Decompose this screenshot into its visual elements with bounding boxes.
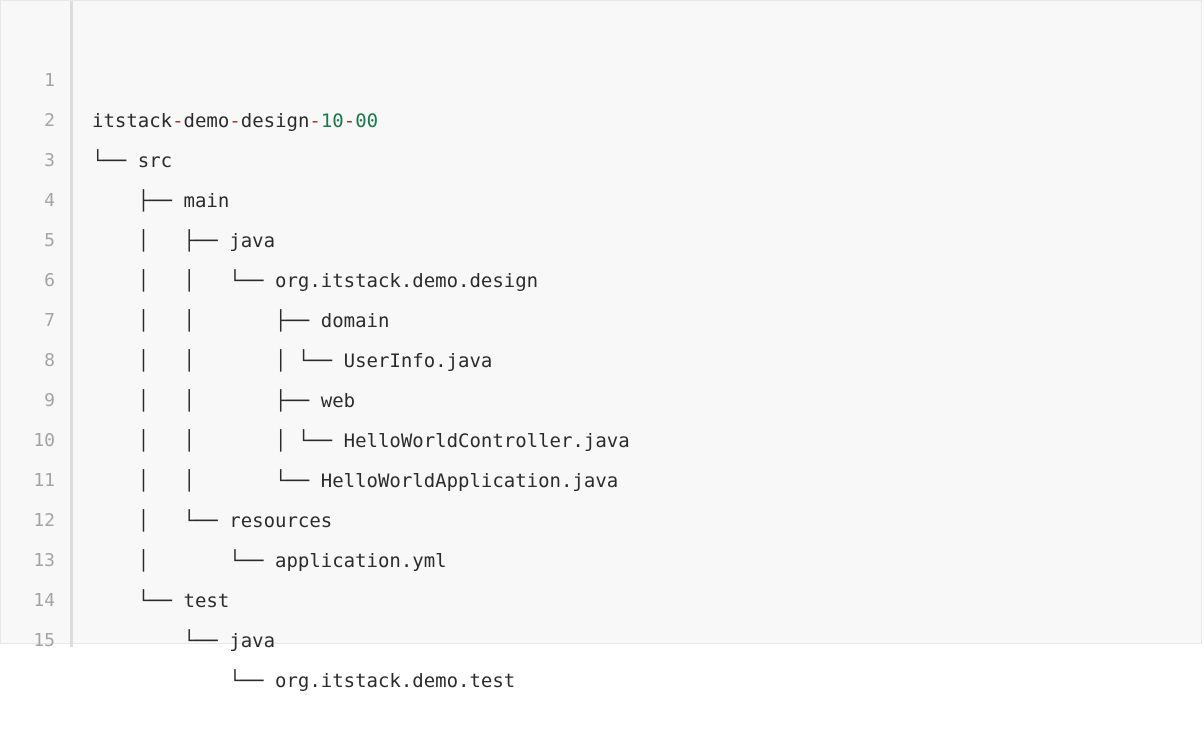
code-line-14: 14 └── java: [1, 541, 1201, 652]
token-operator: -: [229, 110, 241, 132]
line-text: │ │ │ └── UserInfo.java: [92, 350, 493, 372]
line-number: 2: [44, 110, 55, 131]
line-text: │ │ └── HelloWorldApplication.java: [92, 470, 619, 492]
line-number: 4: [44, 190, 55, 211]
code-line-12: 12 │ └── application.yml: [1, 461, 1201, 572]
line-number: 3: [44, 150, 55, 171]
token-operator: -: [172, 110, 184, 132]
code-line-3: 3 ├── main: [1, 101, 1201, 212]
code-line-5: 5 │ │ └── org.itstack.demo.design: [1, 181, 1201, 292]
line-number: 12: [33, 510, 55, 531]
line-text: │ │ └── org.itstack.demo.design: [92, 270, 539, 292]
code-line-4: 4 │ ├── java: [1, 141, 1201, 252]
line-text: │ └── application.yml: [92, 550, 447, 572]
code-line-13: 13 └── test: [1, 501, 1201, 612]
line-number: 10: [33, 430, 55, 451]
code-line-6: 6 │ │ ├── domain: [1, 221, 1201, 332]
line-text: └── java: [92, 630, 276, 652]
line-number: 14: [33, 590, 55, 611]
line-text: └── test: [92, 590, 230, 612]
line-text: itstack-demo-design-10-00: [92, 101, 378, 141]
token-operator: -: [343, 110, 356, 132]
line-text: │ ├── java: [92, 230, 276, 252]
code-line-10: 10 │ │ └── HelloWorldApplication.java: [1, 381, 1201, 492]
code-line-15: 15 └── org.itstack.demo.test: [1, 581, 1201, 692]
code-line-2: 2 └── src: [1, 61, 1201, 172]
token-operator: -: [309, 110, 321, 132]
line-number: 11: [33, 470, 55, 491]
token: demo: [183, 110, 230, 132]
line-text: │ └── resources: [92, 510, 333, 532]
line-number-gutter: [1, 1, 73, 647]
line-number: 15: [33, 630, 55, 651]
code-line-8: 8 │ │ ├── web: [1, 301, 1201, 412]
token: itstack: [92, 110, 173, 132]
token-number: 00: [355, 110, 379, 132]
line-text: │ │ │ └── HelloWorldController.java: [92, 430, 630, 452]
line-number: 6: [44, 270, 55, 291]
line-text: ├── main: [92, 190, 230, 212]
line-number: 7: [44, 310, 55, 331]
line-text: │ │ ├── domain: [92, 310, 390, 332]
code-line-11: 11 │ └── resources: [1, 421, 1201, 532]
line-text: └── src: [92, 150, 173, 172]
line-number: 13: [33, 550, 55, 571]
token-number: 10: [320, 110, 344, 132]
code-line-1: 1 itstack-demo-design-10-00: [1, 21, 1201, 132]
token: design: [240, 110, 310, 132]
line-text: │ │ ├── web: [92, 390, 356, 412]
line-number: 9: [44, 390, 55, 411]
code-line-9: 9 │ │ │ └── HelloWorldController.java: [1, 341, 1201, 452]
line-number: 8: [44, 350, 55, 371]
line-text: └── org.itstack.demo.test: [92, 670, 516, 692]
line-number: 5: [44, 230, 55, 251]
code-line-7: 7 │ │ │ └── UserInfo.java: [1, 261, 1201, 372]
code-block: 1 itstack-demo-design-10-00 2 └── src 3 …: [0, 0, 1202, 692]
line-number: 1: [44, 70, 55, 91]
